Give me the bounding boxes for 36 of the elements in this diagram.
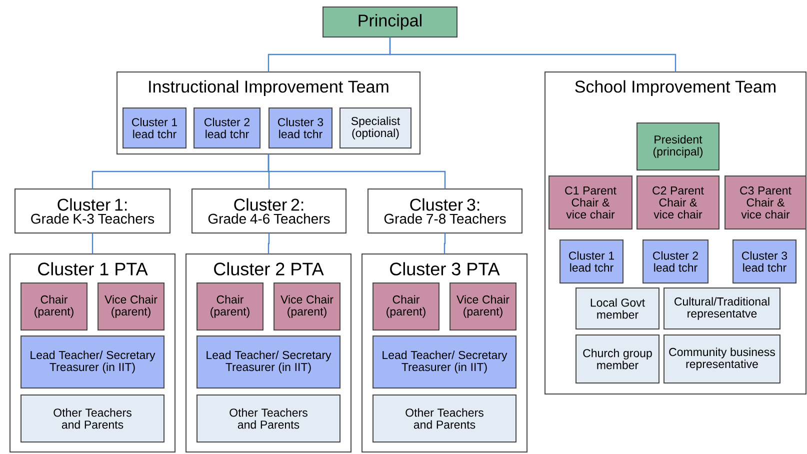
role-box: Community business representative <box>664 334 780 384</box>
role-box: Lead Teacher/ Secretary Treasurer (in IIT) <box>196 336 340 388</box>
role-box: Cultural/Traditional representatve <box>664 288 780 330</box>
role-box: Other Teachers and Parents <box>20 394 164 442</box>
cluster-box: Cluster 2: Grade 4-6 Teachers <box>192 188 346 234</box>
connector-line <box>92 233 94 254</box>
role-box: Cluster 1 lead tchr <box>122 108 186 148</box>
role-box: Cluster 1 lead tchr <box>560 240 624 284</box>
role-box: Vice Chair (parent) <box>98 282 164 330</box>
role-box: C1 Parent Chair & vice chair <box>548 176 632 230</box>
role-box: Lead Teacher/ Secretary Treasurer (in IIT) <box>372 336 516 388</box>
role-box: Vice Chair (parent) <box>274 282 340 330</box>
role-box: Specialist (optional) <box>340 108 412 148</box>
role-box: Cluster 3 lead tchr <box>732 240 796 284</box>
role-box: Local Govt member <box>576 288 660 330</box>
role-box: Other Teachers and Parents <box>196 394 340 442</box>
role-box: C3 Parent Chair & vice chair <box>724 176 806 230</box>
role-box: Cluster 3 lead tchr <box>268 108 332 148</box>
role-box: Chair (parent) <box>20 282 88 330</box>
cluster-box: Cluster 1: Grade K-3 Teachers <box>14 188 170 234</box>
role-box: Chair (parent) <box>372 282 440 330</box>
connector-line <box>444 233 446 254</box>
role-box: Principal <box>322 6 458 38</box>
connector-line <box>268 154 446 189</box>
role-box: President (principal) <box>636 122 720 170</box>
role-box: Church group member <box>576 334 660 384</box>
role-box: Lead Teacher/ Secretary Treasurer (in IIT) <box>20 336 164 388</box>
role-box: Chair (parent) <box>196 282 264 330</box>
role-box: Cluster 2 lead tchr <box>642 240 708 284</box>
cluster-box: Cluster 3: Grade 7-8 Teachers <box>368 188 522 234</box>
role-box: C2 Parent Chair & vice chair <box>636 176 720 230</box>
role-box: Other Teachers and Parents <box>372 394 516 442</box>
role-box: Cluster 2 lead tchr <box>194 108 260 148</box>
role-box: Vice Chair (parent) <box>450 282 516 330</box>
connector-line <box>268 233 270 254</box>
connector-line <box>389 37 676 72</box>
